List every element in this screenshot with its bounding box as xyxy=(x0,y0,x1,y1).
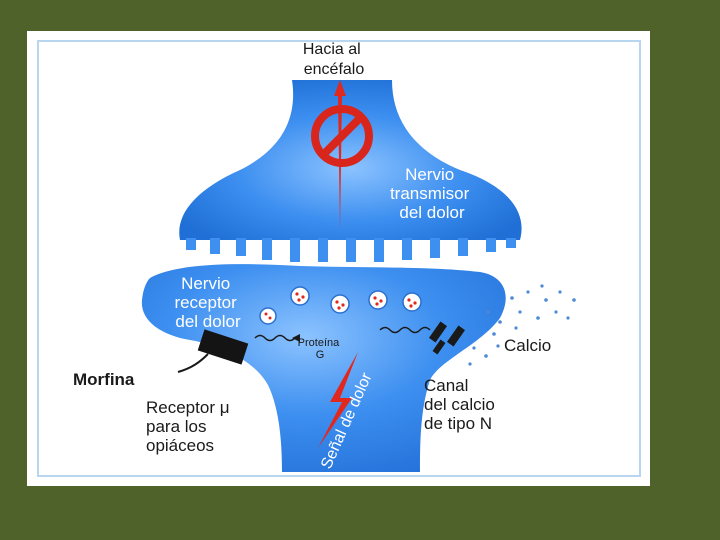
vesicle-icon xyxy=(259,286,422,325)
calcium-channel-label: Canal del calcio de tipo N xyxy=(424,376,500,433)
receptor-block-icon xyxy=(428,321,466,355)
morphine-molecule xyxy=(197,329,249,365)
receptor-nerve xyxy=(141,264,506,472)
signal-arrow xyxy=(292,334,300,342)
mu-receptor-label: Receptor μ para los opiáceos xyxy=(146,398,234,455)
calcium-label: Calcio xyxy=(504,336,551,355)
to-brain-label: Hacia al encéfalo xyxy=(303,41,365,78)
transmitter-terminals xyxy=(186,238,516,262)
calcium-ions xyxy=(468,284,576,366)
morphine-label: Morfina xyxy=(73,370,135,389)
signal-pathway xyxy=(254,326,431,342)
protein-label: Proteína G xyxy=(298,337,343,361)
lightning-bolt-icon xyxy=(318,352,358,448)
ascending-signal xyxy=(334,80,346,230)
receptor-nerve-label: Nervio receptor del dolor xyxy=(174,274,241,331)
transmitter-nerve-label: Nervio transmisor del dolor xyxy=(390,165,474,222)
no-entry-icon xyxy=(311,105,373,167)
morphine-pointer xyxy=(177,353,209,373)
